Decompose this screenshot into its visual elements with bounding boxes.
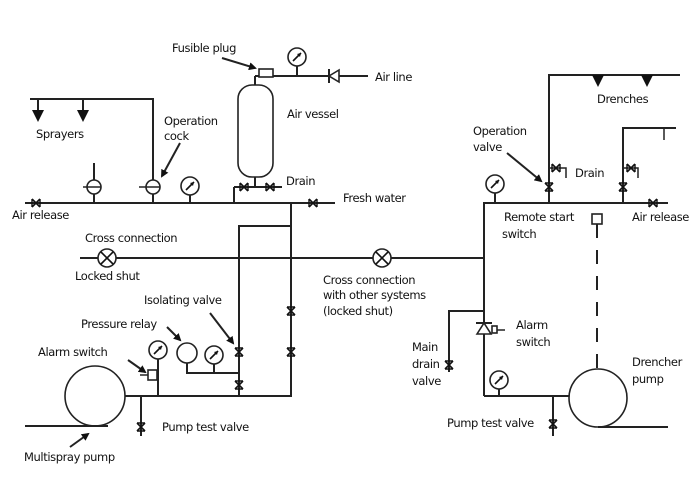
cross-connection-valve-left (97, 248, 117, 268)
drench-nozzle-2 (641, 75, 653, 87)
cross-connection-valve-center (372, 248, 392, 268)
label-locked-shut: Locked shut (75, 269, 140, 283)
label-air-line: Air line (375, 70, 412, 84)
pressure-relay (176, 342, 198, 364)
arrow-pressure-relay (166, 326, 182, 342)
label-operation-valve-2: valve (473, 140, 502, 154)
label-remote-start-1: Remote start (504, 210, 575, 224)
arrow-multispray-pump (69, 432, 90, 448)
label-drencher-pump-1: Drencher (632, 355, 683, 369)
label-main-drain-1: Main (412, 340, 438, 354)
alarm-switch-left (147, 369, 158, 381)
label-drain-left: Drain (286, 174, 315, 188)
label-pump-test-valve-right: Pump test valve (447, 416, 534, 430)
alarm-valve (475, 321, 505, 335)
arrow-alarm-switch-left (127, 359, 147, 374)
cock-valve-1 (83, 163, 102, 203)
arrow-operation-valve (506, 152, 543, 183)
pressure-gauge-main (180, 176, 200, 203)
arrow-operation-cock (161, 142, 181, 178)
label-air-vessel: Air vessel (287, 107, 339, 121)
label-remote-start-2: switch (502, 227, 536, 241)
drench-branch-2 (622, 127, 676, 203)
label-cross-other-2: with other systems (323, 288, 426, 302)
pump-riser-pipe (100, 203, 292, 397)
bypass-pipe (238, 225, 291, 396)
relay-pipe (186, 363, 239, 374)
arrow-fusible-plug (221, 57, 257, 71)
label-alarm-switch-left: Alarm switch (38, 345, 108, 359)
remote-start-switch (591, 213, 603, 225)
label-drain-right: Drain (575, 166, 604, 180)
label-fusible-plug: Fusible plug (172, 41, 236, 55)
pressure-gauge-drencher (485, 174, 505, 203)
label-pressure-relay: Pressure relay (81, 317, 157, 331)
label-operation-cock-2: cock (164, 129, 189, 143)
multispray-pump (64, 365, 126, 427)
air-vessel (237, 84, 274, 178)
label-drencher-pump-2: pump (632, 372, 664, 386)
label-isolating-valve: Isolating valve (144, 293, 222, 307)
label-drenches: Drenches (597, 92, 649, 106)
check-valve-air-line (327, 68, 340, 84)
label-air-release-right: Air release (632, 210, 689, 224)
label-multispray-pump: Multispray pump (24, 450, 115, 464)
fusible-plug (258, 68, 274, 78)
drench-nozzle-1 (592, 75, 604, 87)
operation-cock (139, 179, 161, 195)
drench-branch-1 (548, 74, 680, 203)
label-alarm-switch-right-2: switch (516, 335, 550, 349)
drain-pipe-right-1 (549, 167, 567, 178)
drencher-pump (568, 368, 628, 428)
label-fresh-water: Fresh water (343, 191, 406, 205)
label-main-drain-2: drain (412, 357, 440, 371)
label-sprayers: Sprayers (36, 127, 84, 141)
pressure-gauge-pump (148, 340, 168, 396)
label-pump-test-valve-left: Pump test valve (162, 420, 249, 434)
label-air-release-left: Air release (12, 208, 69, 222)
arrow-isolating-valve (209, 312, 235, 345)
label-cross-other-3: (locked shut) (323, 304, 393, 318)
sprayer-branch-pipe (30, 98, 154, 203)
label-operation-cock-1: Operation (164, 114, 218, 128)
pressure-gauge-relay (204, 345, 224, 373)
pressure-gauge-drencher-pump (489, 370, 509, 396)
sprayer-nozzle-1 (32, 110, 44, 122)
label-operation-valve-1: Operation (473, 124, 527, 138)
label-main-drain-3: valve (412, 374, 441, 388)
label-cross-other-1: Cross connection (323, 273, 415, 287)
label-alarm-switch-right-1: Alarm (516, 318, 548, 332)
sprayer-nozzle-2 (77, 110, 89, 122)
label-cross-connection: Cross connection (85, 231, 177, 245)
main-drain-pipe (448, 310, 484, 372)
drain-pipe-right-2 (623, 167, 639, 178)
pressure-gauge-air (287, 47, 307, 76)
